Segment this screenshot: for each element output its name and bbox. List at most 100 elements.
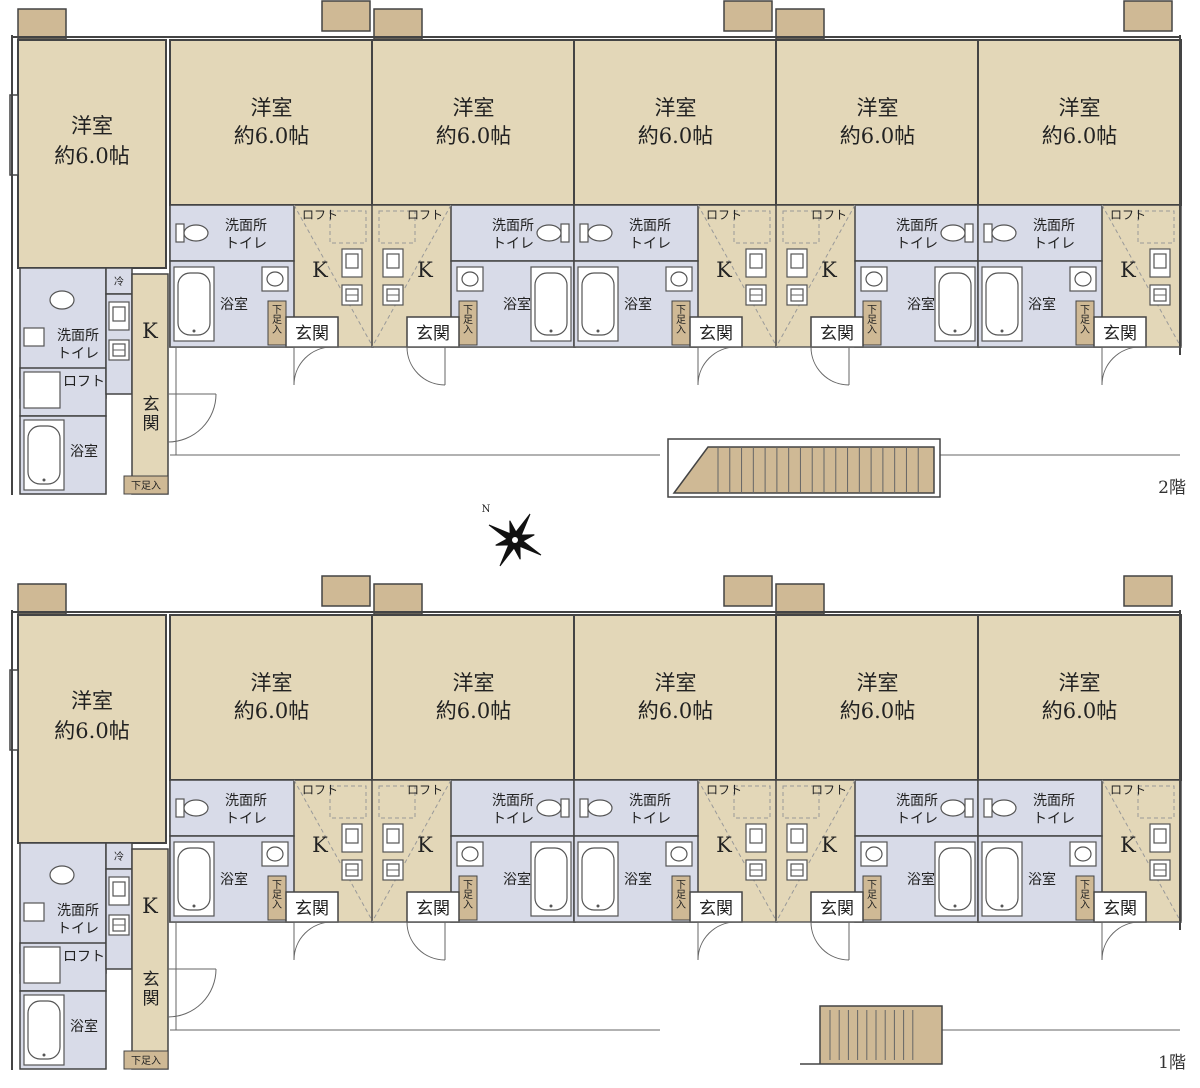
kitchen-label: K [312,258,328,282]
western-room [169,614,374,781]
western-room [573,39,778,206]
toilet-label: トイレ [492,811,534,827]
bath-label: 浴室 [907,296,935,313]
entrance-label: 玄関 [699,899,733,919]
loft-label: ロフト [407,783,443,797]
toilet-icon [49,290,75,310]
kitchen-label: K [716,833,732,857]
shoe-box-label: 下足入 [676,305,686,336]
door-swing-icon [293,346,333,386]
bathtub-icon [530,266,572,342]
loft-area [378,210,416,244]
room-area: 約6.0帖 [54,144,129,168]
shoe-box-label: 下足入 [272,305,282,336]
toilet-icon [49,865,75,885]
room-label: 洋室 [1059,96,1101,120]
stove-icon [341,859,363,881]
shoe-box-label: 下足入 [1080,305,1090,336]
shoe-box-label: 下足入 [131,480,161,492]
kitchen [131,273,169,495]
wash-basin-icon [1069,841,1097,867]
door-swing-icon [1101,346,1141,386]
toilet-label: トイレ [896,811,938,827]
entrance [285,316,339,348]
entrance [689,316,743,348]
loft-area [782,785,820,819]
entrance-label: 玄関 [1103,899,1137,919]
entrance [285,891,339,923]
balcony [723,575,773,607]
wash-basin-icon [1069,266,1097,292]
kitchen-label: K [417,833,433,857]
room-area: 約6.0帖 [54,719,129,743]
loft-area [782,210,820,244]
balcony [1123,0,1173,32]
wash-basin-icon [860,266,888,292]
bath-label: 浴室 [503,871,531,888]
wash-basin-icon [860,841,888,867]
north-label: N [482,504,491,515]
shoe-box-label: 下足入 [463,880,473,911]
entrance-label: 玄関 [820,899,854,919]
kitchen-sink-icon [786,248,808,278]
western-room [371,614,576,781]
bath-label: 浴室 [907,871,935,888]
room-label: 洋室 [655,96,697,120]
room-label: 洋室 [251,671,293,695]
stove-icon [786,859,808,881]
room-area: 約6.0帖 [840,699,915,723]
window [9,94,19,176]
entrance [810,891,864,923]
stove-icon [382,859,404,881]
loft-label: ロフト [63,949,105,965]
bathtub-icon [577,266,619,342]
door-swing-icon [406,346,446,386]
stove-icon [745,284,767,306]
stove-icon [108,914,130,936]
room-area: 約6.0帖 [436,124,511,148]
loft-area [1137,210,1175,244]
door-swing-icon [167,968,217,1018]
stove-icon [745,859,767,881]
toilet-label: トイレ [1033,811,1075,827]
door-swing-icon [697,921,737,961]
loft-label: ロフト [811,208,847,222]
washroom-label: 洗面所 [1033,793,1075,809]
bathtub-icon [934,841,976,917]
bath-label: 浴室 [220,871,248,888]
toilet-icon [175,798,209,818]
toilet-icon [579,798,613,818]
toilet-icon [536,223,570,243]
wash-basin-icon [665,841,693,867]
toilet-icon [579,223,613,243]
floor-label: 1階 [1158,1053,1186,1073]
kitchen-label: K [821,833,837,857]
entrance-label: 玄関 [416,324,450,344]
loft-area [733,210,771,244]
kitchen-label: K [142,894,158,918]
entrance [1093,316,1147,348]
entrance-label: 玄関 [295,324,329,344]
kitchen-label: K [417,258,433,282]
loft-label: ロフト [706,783,742,797]
western-room [977,39,1182,206]
kitchen-sink-icon [1149,248,1171,278]
apartment-unit: 洋室約6.0帖洗面所トイレ浴室ロフトK下足入玄関 [169,614,374,961]
toilet-label: トイレ [225,236,267,252]
washroom-label: 洗面所 [492,218,534,234]
toilet-label: トイレ [629,236,671,252]
toilet-icon [940,223,974,243]
staircase [667,438,941,498]
entrance-label: 玄関 [1103,324,1137,344]
kitchen [131,848,169,1070]
balcony [775,8,825,40]
wash-basin-icon [261,841,289,867]
bathtub-icon [981,841,1023,917]
room-area: 約6.0帖 [638,699,713,723]
room-label: 洋室 [1059,671,1101,695]
kitchen-sink-icon [786,823,808,853]
